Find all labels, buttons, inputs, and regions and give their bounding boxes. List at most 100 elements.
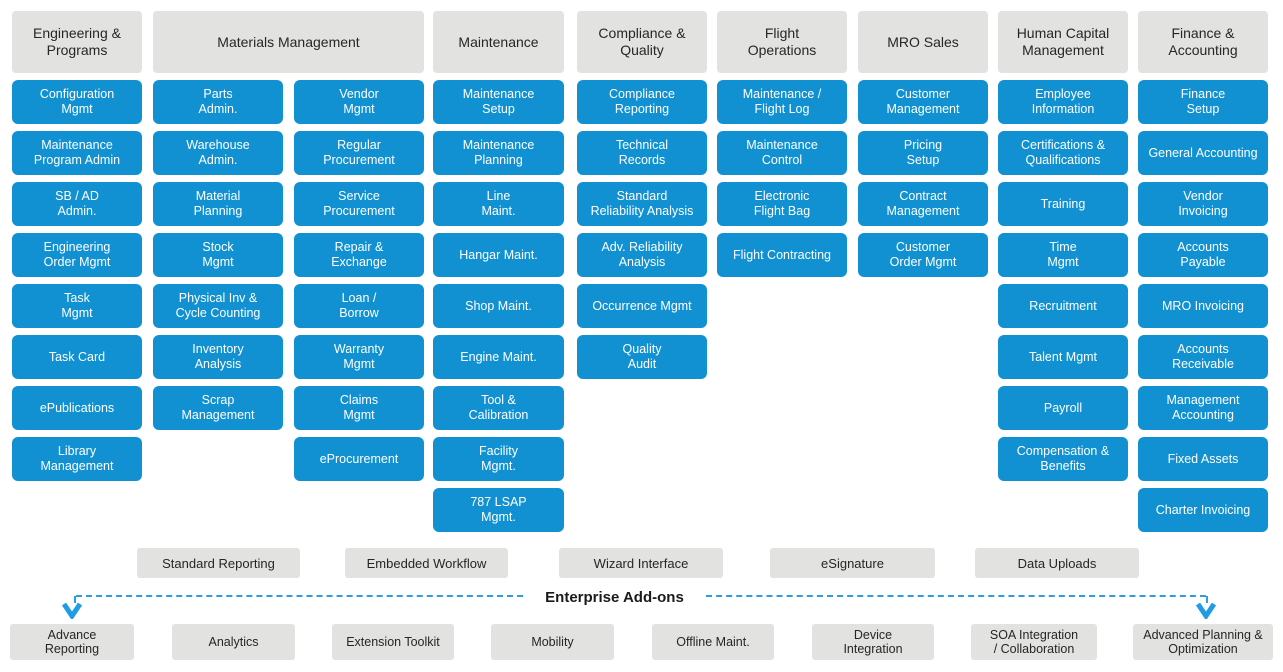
module-certifications-qualifications: Certifications & Qualifications bbox=[998, 131, 1128, 175]
module-configuration-mgmt: Configuration Mgmt bbox=[12, 80, 142, 124]
module-loan-borrow: Loan / Borrow bbox=[294, 284, 424, 328]
module-flight-contracting: Flight Contracting bbox=[717, 233, 847, 277]
category-header-maintenance: Maintenance bbox=[433, 11, 564, 73]
category-header-finance-accounting: Finance & Accounting bbox=[1138, 11, 1268, 73]
module-contract-management: Contract Management bbox=[858, 182, 988, 226]
addon-mobility: Mobility bbox=[491, 624, 614, 660]
platform-wizard-interface: Wizard Interface bbox=[559, 548, 723, 578]
module-payroll: Payroll bbox=[998, 386, 1128, 430]
module-parts-admin: Parts Admin. bbox=[153, 80, 283, 124]
module-engine-maint: Engine Maint. bbox=[433, 335, 564, 379]
module-task-card: Task Card bbox=[12, 335, 142, 379]
module-finance-setup: Finance Setup bbox=[1138, 80, 1268, 124]
category-header-flight-operations: Flight Operations bbox=[717, 11, 847, 73]
module-accounts-receivable: Accounts Receivable bbox=[1138, 335, 1268, 379]
module-standard-reliability-analysis: Standard Reliability Analysis bbox=[577, 182, 707, 226]
module-task-mgmt: Task Mgmt bbox=[12, 284, 142, 328]
module-facility-mgmt: Facility Mgmt. bbox=[433, 437, 564, 481]
module-epublications: ePublications bbox=[12, 386, 142, 430]
module-mro-invoicing: MRO Invoicing bbox=[1138, 284, 1268, 328]
module-customer-management: Customer Management bbox=[858, 80, 988, 124]
module-adv-reliability-analysis: Adv. Reliability Analysis bbox=[577, 233, 707, 277]
addon-device-integration: Device Integration bbox=[812, 624, 934, 660]
addons-arrow-down-right-icon bbox=[1195, 602, 1217, 619]
addon-soa-integration-collaboration: SOA Integration / Collaboration bbox=[971, 624, 1097, 660]
module-customer-order-mgmt: Customer Order Mgmt bbox=[858, 233, 988, 277]
module-engineering-order-mgmt: Engineering Order Mgmt bbox=[12, 233, 142, 277]
module-scrap-management: Scrap Management bbox=[153, 386, 283, 430]
module-hangar-maint: Hangar Maint. bbox=[433, 233, 564, 277]
addons-arrow-down-left-icon bbox=[61, 602, 83, 619]
module-electronic-flight-bag: Electronic Flight Bag bbox=[717, 182, 847, 226]
module-warranty-mgmt: Warranty Mgmt bbox=[294, 335, 424, 379]
module-pricing-setup: Pricing Setup bbox=[858, 131, 988, 175]
addon-analytics: Analytics bbox=[172, 624, 295, 660]
module-physical-inv-cycle-counting: Physical Inv & Cycle Counting bbox=[153, 284, 283, 328]
category-header-human-capital-management: Human Capital Management bbox=[998, 11, 1128, 73]
module-maintenance-control: Maintenance Control bbox=[717, 131, 847, 175]
addons-dash-corner-left bbox=[74, 596, 76, 603]
module-warehouse-admin: Warehouse Admin. bbox=[153, 131, 283, 175]
category-header-engineering-programs: Engineering & Programs bbox=[12, 11, 142, 73]
addons-dashed-line-left bbox=[76, 595, 523, 597]
addon-offline-maint: Offline Maint. bbox=[652, 624, 774, 660]
module-charter-invoicing: Charter Invoicing bbox=[1138, 488, 1268, 532]
module-maintenance-planning: Maintenance Planning bbox=[433, 131, 564, 175]
platform-data-uploads: Data Uploads bbox=[975, 548, 1139, 578]
module-occurrence-mgmt: Occurrence Mgmt bbox=[577, 284, 707, 328]
module-column: Parts Admin.Warehouse Admin.Material Pla… bbox=[153, 80, 283, 481]
category-header-mro-sales: MRO Sales bbox=[858, 11, 988, 73]
addons-dashed-line-right bbox=[706, 595, 1206, 597]
module-claims-mgmt: Claims Mgmt bbox=[294, 386, 424, 430]
module-maintenance-flight-log: Maintenance / Flight Log bbox=[717, 80, 847, 124]
module-compensation-benefits: Compensation & Benefits bbox=[998, 437, 1128, 481]
module-recruitment: Recruitment bbox=[998, 284, 1128, 328]
module-fixed-assets: Fixed Assets bbox=[1138, 437, 1268, 481]
module-regular-procurement: Regular Procurement bbox=[294, 131, 424, 175]
module-stock-mgmt: Stock Mgmt bbox=[153, 233, 283, 277]
enterprise-addons-label: Enterprise Add-ons bbox=[545, 589, 684, 606]
module-employee-information: Employee Information bbox=[998, 80, 1128, 124]
module-shop-maint: Shop Maint. bbox=[433, 284, 564, 328]
addons-dash-corner-right bbox=[1206, 596, 1208, 603]
module-technical-records: Technical Records bbox=[577, 131, 707, 175]
module-tool-calibration: Tool & Calibration bbox=[433, 386, 564, 430]
addon-extension-toolkit: Extension Toolkit bbox=[332, 624, 454, 660]
module-service-procurement: Service Procurement bbox=[294, 182, 424, 226]
module-sb-ad-admin: SB / AD Admin. bbox=[12, 182, 142, 226]
module-maintenance-program-admin: Maintenance Program Admin bbox=[12, 131, 142, 175]
platform-standard-reporting: Standard Reporting bbox=[137, 548, 300, 578]
module-general-accounting: General Accounting bbox=[1138, 131, 1268, 175]
module-vendor-mgmt: Vendor Mgmt bbox=[294, 80, 424, 124]
addon-advanced-planning-optimization: Advanced Planning & Optimization bbox=[1133, 624, 1273, 660]
platform-embedded-workflow: Embedded Workflow bbox=[345, 548, 508, 578]
module-training: Training bbox=[998, 182, 1128, 226]
module-maintenance-setup: Maintenance Setup bbox=[433, 80, 564, 124]
module-talent-mgmt: Talent Mgmt bbox=[998, 335, 1128, 379]
module-eprocurement: eProcurement bbox=[294, 437, 424, 481]
category-header-compliance-quality: Compliance & Quality bbox=[577, 11, 707, 73]
module-787-lsap-mgmt: 787 LSAP Mgmt. bbox=[433, 488, 564, 532]
